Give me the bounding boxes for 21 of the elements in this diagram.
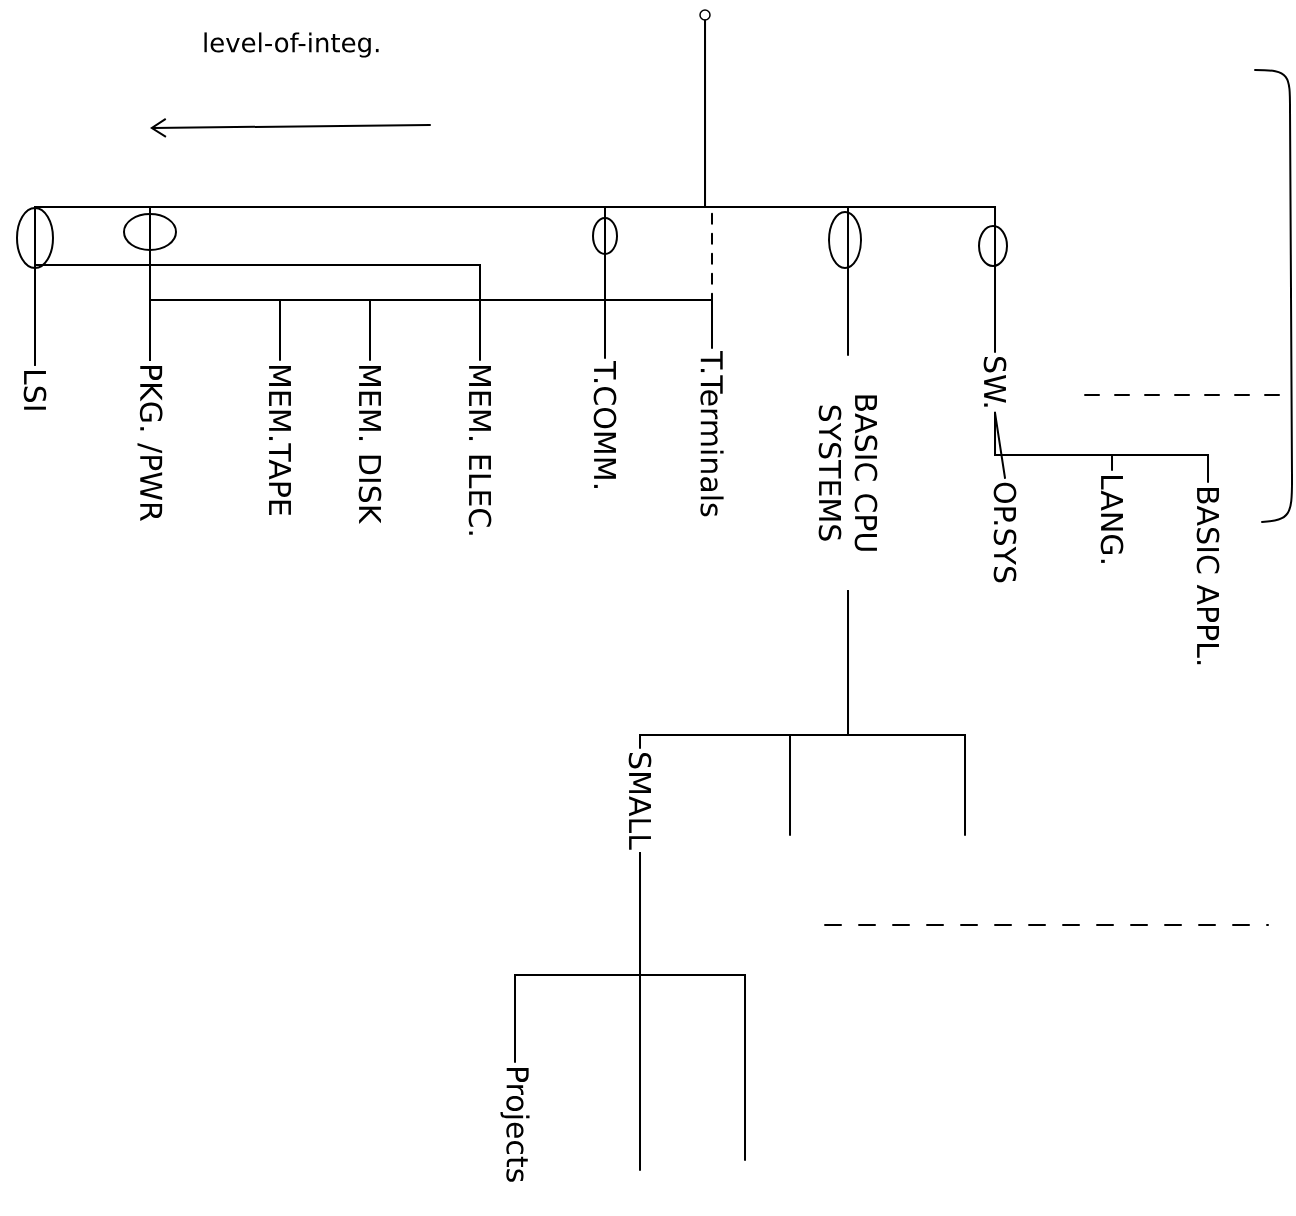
branch-label: MEM.TAPE xyxy=(269,365,291,515)
branch-label: T.Terminals xyxy=(700,350,724,517)
branch-label: SMALL xyxy=(628,753,652,850)
tree-line xyxy=(34,264,481,366)
branch-label: BASIC CPU SYSTEMS xyxy=(818,395,878,551)
branch-label: OP.SYS xyxy=(993,482,1017,583)
tree-line xyxy=(149,299,713,361)
branch-label: SW. xyxy=(983,357,1007,407)
branch-label: MEM. DISK xyxy=(358,365,382,525)
branch-label: BASIC APPL. xyxy=(1196,487,1220,665)
tree-line xyxy=(639,851,746,1161)
tree-line xyxy=(704,19,996,353)
branch-label: PKG. /PWR xyxy=(137,365,163,521)
branch-label: LSI xyxy=(23,370,47,410)
branch-label: MEM. ELEC. xyxy=(468,365,492,535)
tree-line xyxy=(847,590,966,836)
tree-line xyxy=(994,411,1209,483)
branch-label: LANG. xyxy=(1100,475,1124,563)
branch-label: Projects xyxy=(500,1067,530,1182)
branch-label: T.COMM. xyxy=(593,360,617,488)
direction-label: level-of-integ. xyxy=(204,32,379,58)
